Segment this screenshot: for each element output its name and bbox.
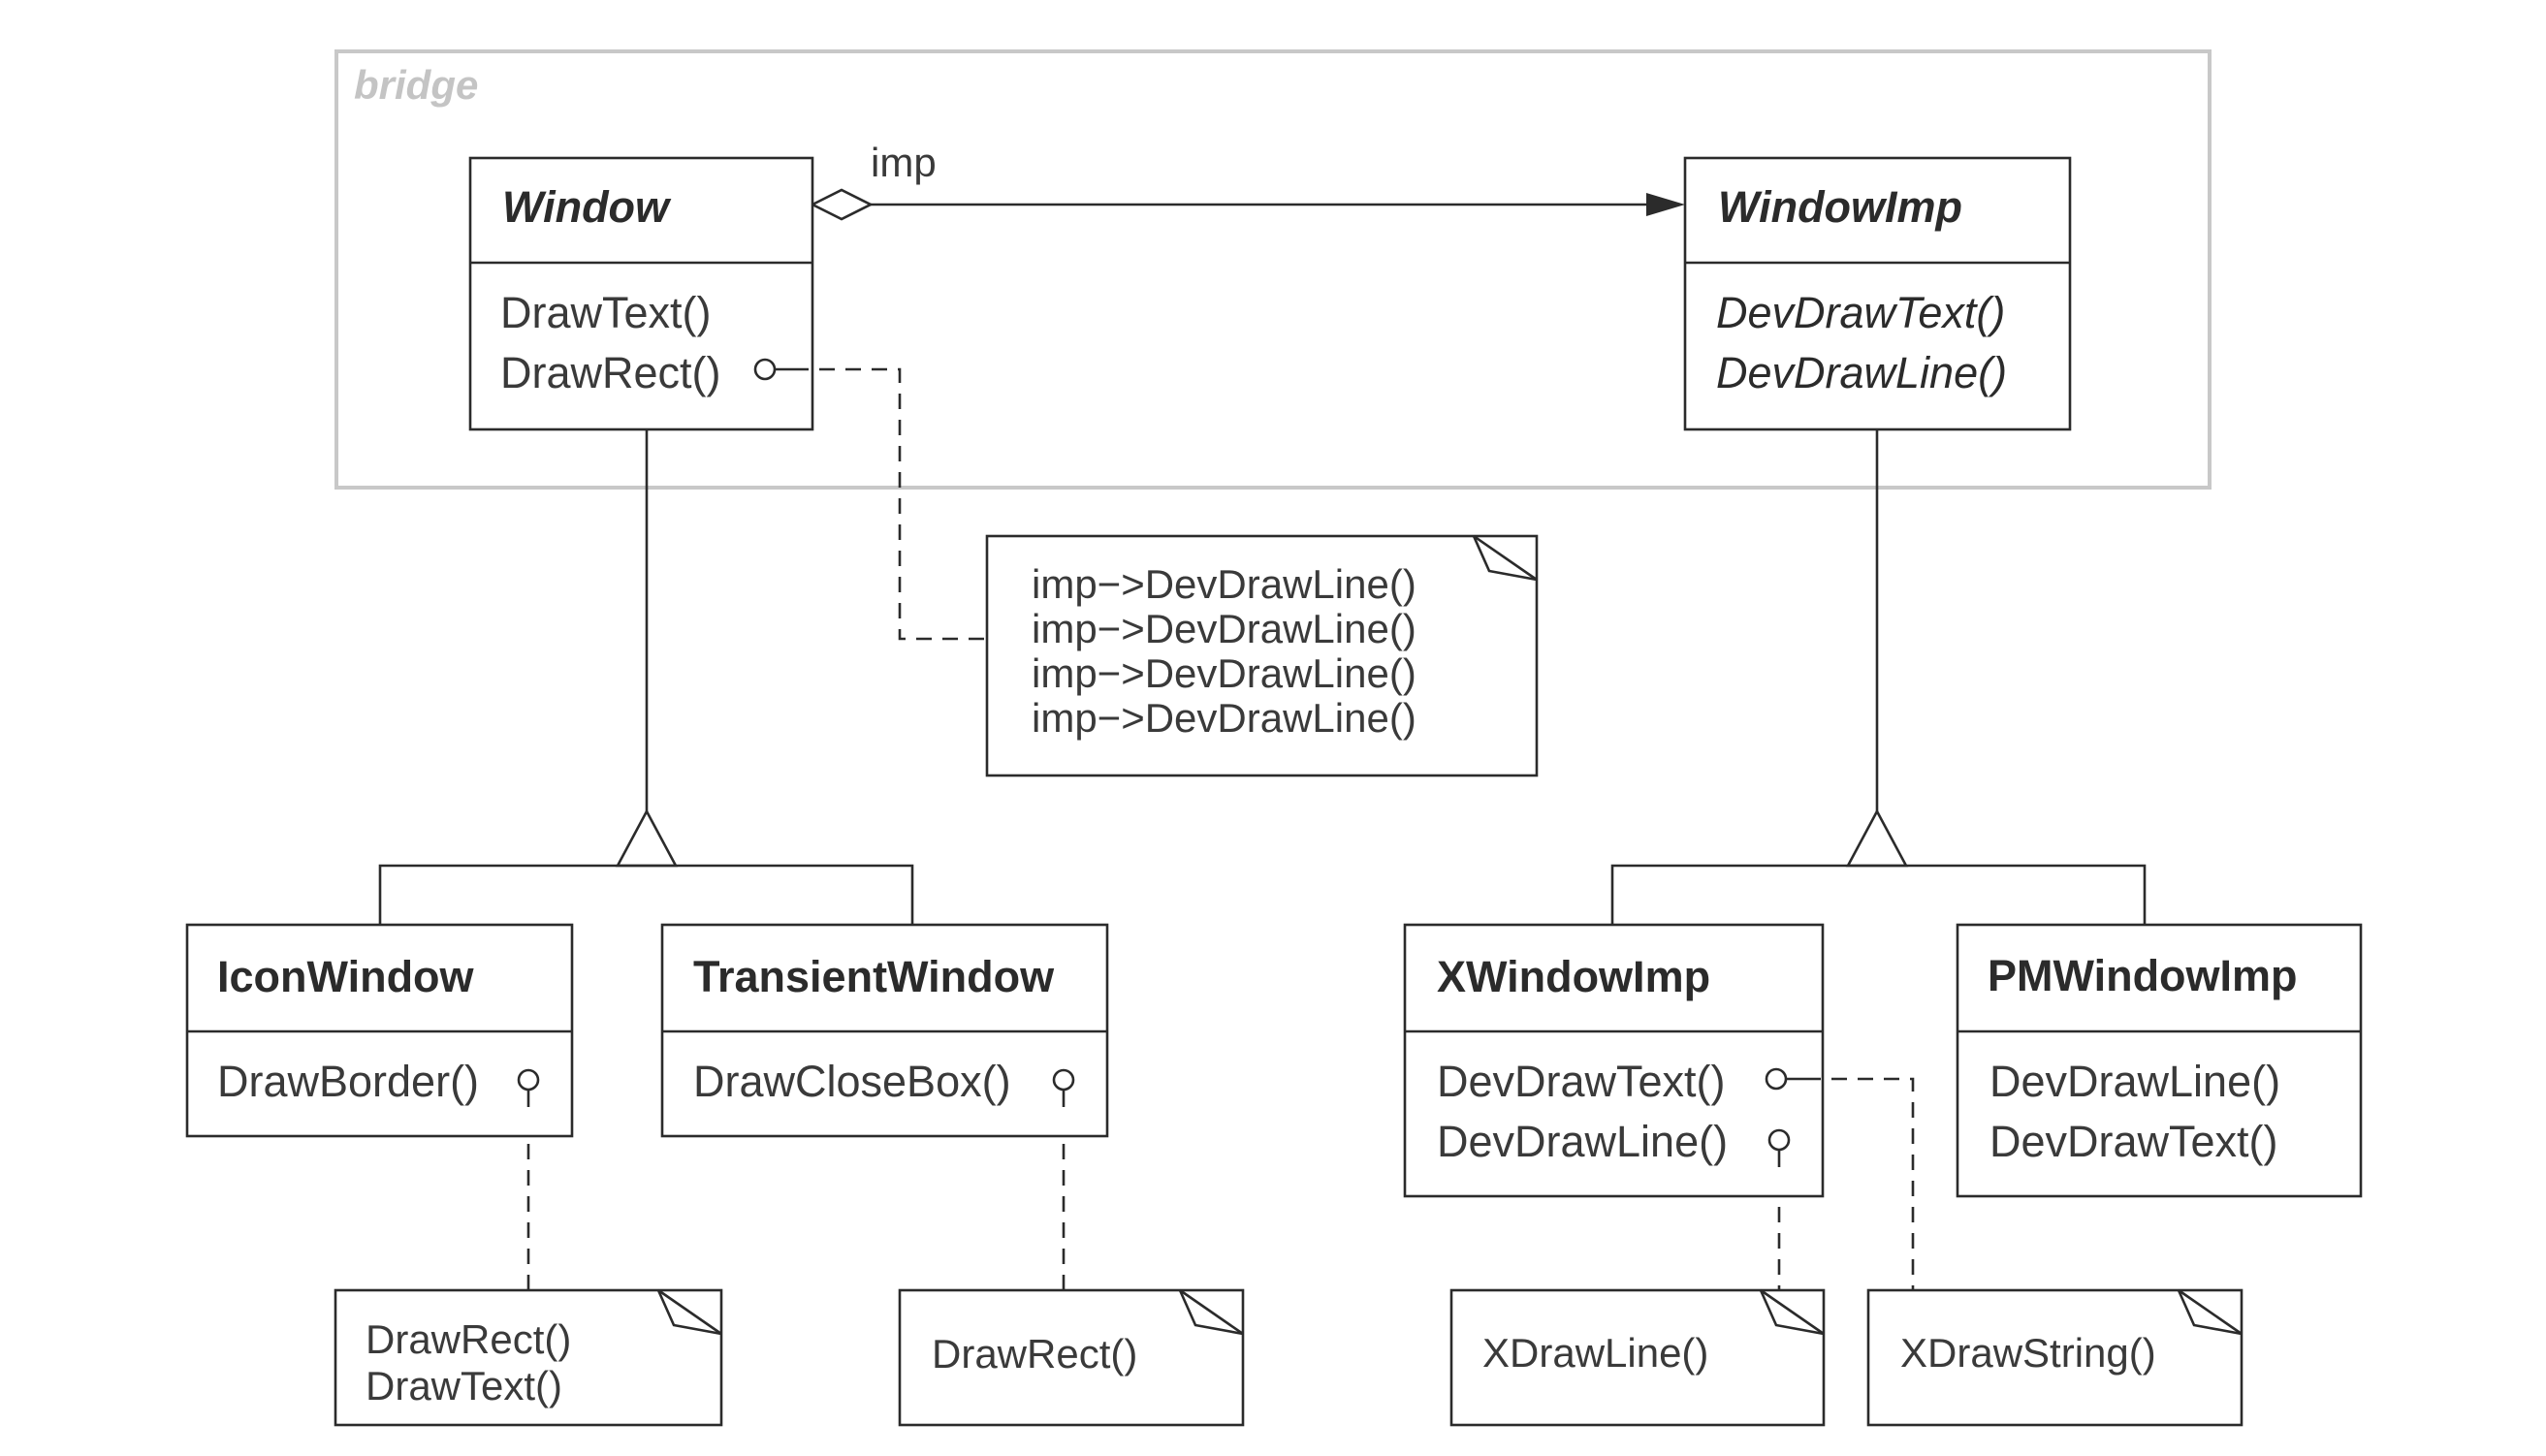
note-anchor-icon — [517, 1068, 540, 1092]
note-x-draw-line-impl-line-1: XDrawLine() — [1482, 1330, 1708, 1376]
draw-rect-note-connector — [793, 367, 987, 641]
class-x-window-imp-name: XWindowImp — [1437, 952, 1710, 1001]
note-anchor-icon — [1767, 1128, 1791, 1152]
x-draw-string-note-connector — [1805, 1077, 1915, 1290]
note-draw-border-impl-line-1: DrawRect() — [366, 1316, 571, 1362]
class-transient-window-op-1: DrawCloseBox() — [693, 1057, 1011, 1106]
note-draw-rect-impl-box — [985, 534, 1539, 777]
note-x-draw-string-impl: XDrawString() — [1866, 1288, 2244, 1427]
dog-ear-icon — [657, 1288, 722, 1336]
association-role-label: imp — [871, 140, 937, 185]
class-window-box — [468, 156, 814, 431]
class-pm-window-imp-op-2: DevDrawText() — [1989, 1117, 2278, 1166]
dog-ear-icon — [2178, 1288, 2243, 1336]
bridge-frame — [334, 49, 2212, 490]
class-pm-window-imp: PMWindowImp DevDrawLine() DevDrawText() — [1956, 923, 2363, 1198]
class-window-op-1: DrawText() — [500, 288, 712, 337]
note-draw-rect-impl: imp−>DevDrawLine() imp−>DevDrawLine() im… — [985, 534, 1539, 777]
window-imp-generalization-bar — [1610, 864, 2147, 925]
dog-ear-fold — [1178, 1289, 1244, 1336]
note-draw-close-box-impl-line-1: DrawRect() — [932, 1331, 1137, 1377]
dog-ear-fold — [1759, 1289, 1825, 1336]
dog-ear-icon — [1473, 534, 1538, 582]
class-pm-window-imp-box — [1956, 923, 2363, 1198]
class-window-op-2: DrawRect() — [500, 348, 721, 397]
note-draw-rect-impl-line-2: imp−>DevDrawLine() — [1032, 606, 1416, 651]
class-window-imp-box — [1683, 156, 2072, 431]
class-transient-window-name: TransientWindow — [693, 952, 1055, 1001]
note-draw-rect-impl-line-3: imp−>DevDrawLine() — [1032, 650, 1416, 696]
class-icon-window-name: IconWindow — [217, 952, 475, 1001]
note-draw-close-box-impl-box — [898, 1288, 1245, 1427]
note-x-draw-string-impl-line-1: XDrawString() — [1900, 1330, 2156, 1376]
class-x-window-imp-op-2: DevDrawLine() — [1437, 1117, 1728, 1166]
note-draw-border-impl-box — [334, 1288, 723, 1427]
note-anchor-icon — [1052, 1068, 1075, 1092]
note-anchor-icon — [1765, 1067, 1788, 1091]
dog-ear-icon — [1179, 1288, 1244, 1336]
window-inheritance-triangle-icon — [615, 808, 679, 868]
dog-ear-icon — [1760, 1288, 1825, 1336]
note-draw-rect-impl-line-4: imp−>DevDrawLine() — [1032, 695, 1416, 741]
dog-ear-fold — [656, 1289, 722, 1336]
class-x-window-imp: XWindowImp DevDrawText() DevDrawLine() — [1403, 923, 1825, 1198]
class-window-imp-op-1: DevDrawText() — [1716, 288, 2005, 337]
note-x-draw-line-impl-box — [1449, 1288, 1826, 1427]
dog-ear-fold — [2177, 1289, 2243, 1336]
class-pm-window-imp-op-1: DevDrawLine() — [1989, 1057, 2280, 1106]
class-x-window-imp-box — [1403, 923, 1825, 1198]
note-x-draw-string-impl-box — [1866, 1288, 2244, 1427]
window-imp-inheritance-triangle-icon — [1845, 808, 1909, 868]
navigation-arrowhead-icon — [1646, 193, 1685, 216]
class-x-window-imp-op-1: DevDrawText() — [1437, 1057, 1726, 1106]
note-draw-border-impl: DrawRect() DrawText() — [334, 1288, 723, 1427]
window-generalization-bar — [378, 864, 914, 925]
note-x-draw-line-impl: XDrawLine() — [1449, 1288, 1826, 1427]
note-draw-close-box-impl: DrawRect() — [898, 1288, 1245, 1427]
class-window: Window DrawText() DrawRect() — [468, 156, 814, 431]
class-window-imp-name: WindowImp — [1718, 182, 1962, 232]
frame-label: bridge — [354, 62, 478, 108]
aggregation-diamond-icon — [810, 188, 874, 221]
class-window-name: Window — [502, 182, 672, 232]
note-draw-rect-impl-line-1: imp−>DevDrawLine() — [1032, 561, 1416, 607]
note-anchor-icon — [753, 358, 777, 381]
note-draw-border-impl-line-2: DrawText() — [366, 1363, 562, 1409]
dog-ear-fold — [1472, 535, 1538, 582]
class-window-imp-op-2: DevDrawLine() — [1716, 348, 2007, 397]
class-window-imp: WindowImp DevDrawText() DevDrawLine() — [1683, 156, 2072, 431]
class-transient-window: TransientWindow DrawCloseBox() — [660, 923, 1109, 1138]
class-pm-window-imp-name: PMWindowImp — [1988, 951, 2298, 1000]
class-icon-window-op-1: DrawBorder() — [217, 1057, 479, 1106]
class-icon-window: IconWindow DrawBorder() — [185, 923, 574, 1138]
